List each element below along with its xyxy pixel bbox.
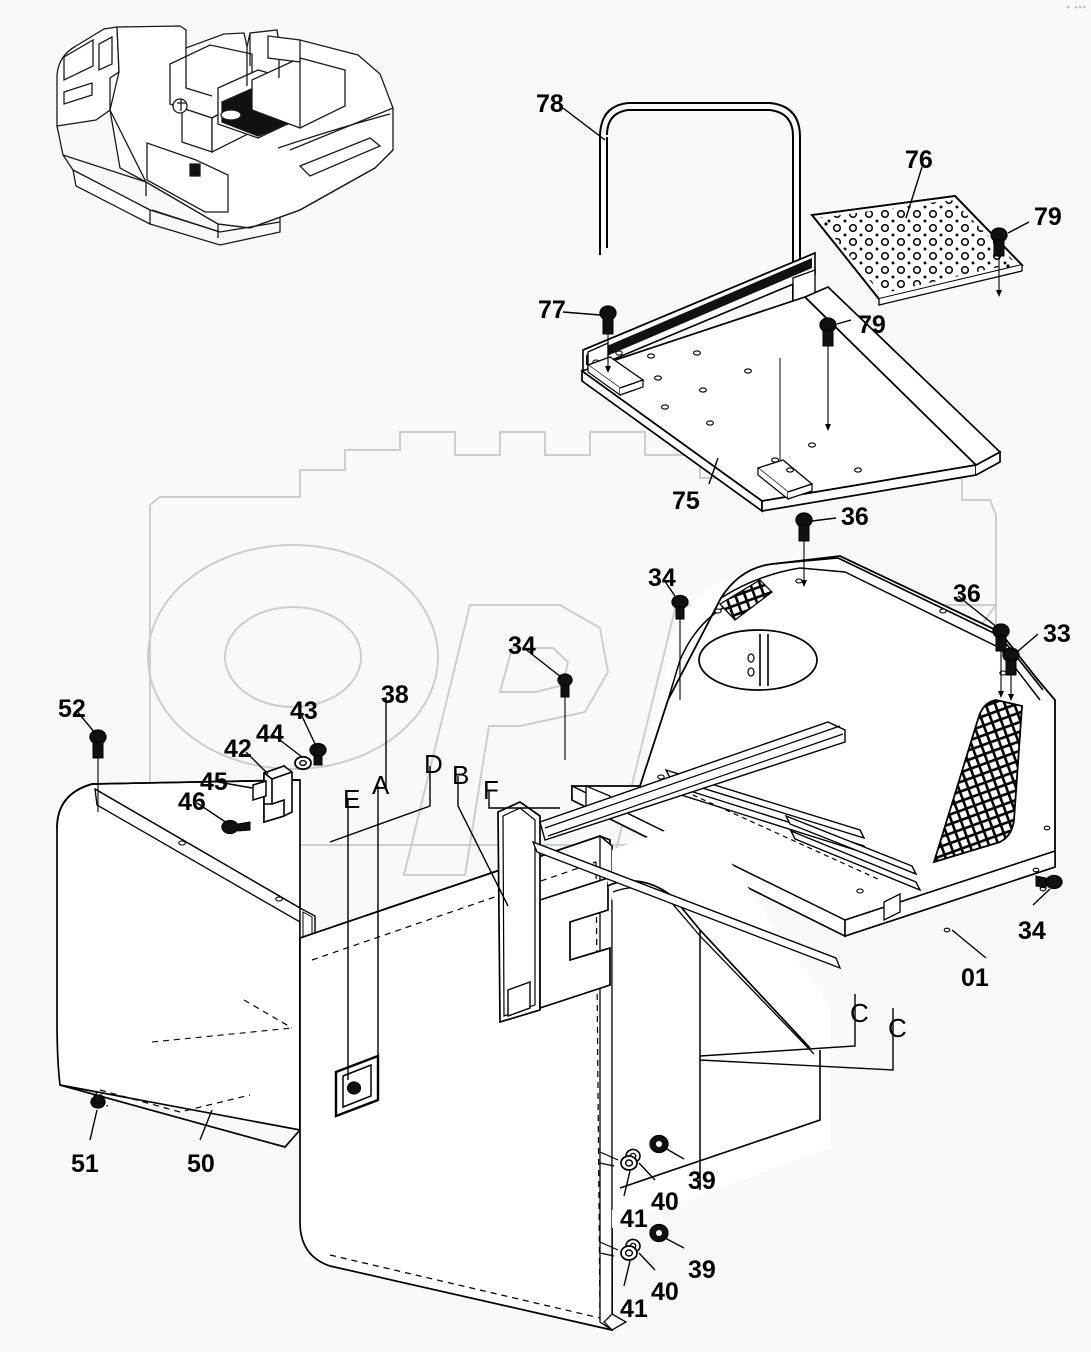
bracket-42 (263, 764, 293, 824)
callout-36a: 36 (841, 503, 869, 531)
ref-letter-c2: C (888, 1013, 907, 1043)
ref-letter-f: F (483, 775, 499, 805)
callout-77: 77 (538, 296, 566, 324)
callout-40b: 40 (651, 1278, 679, 1306)
ref-letter-c1: C (850, 998, 869, 1028)
callout-50: 50 (187, 1150, 215, 1178)
ref-letter-a: A (372, 770, 390, 800)
callout-79b: 79 (858, 311, 886, 339)
callout-38: 38 (381, 681, 409, 709)
callout-41a: 41 (620, 1205, 648, 1233)
leader-lines (75, 107, 1051, 1287)
anti-slip-plate-76 (810, 195, 1024, 306)
callout-34a: 34 (648, 564, 676, 592)
right-door-panel (497, 721, 846, 1228)
callout-44: 44 (256, 720, 284, 748)
callout-79a: 79 (1034, 203, 1062, 231)
ref-letter-e: E (343, 784, 361, 814)
ref-letter-b: B (452, 760, 470, 790)
side-door-panel-50 (56, 779, 316, 1148)
callout-34b: 34 (508, 632, 536, 660)
callout-76: 76 (905, 146, 933, 174)
step-platform-75 (580, 285, 1002, 513)
callout-40a: 40 (651, 1188, 679, 1216)
callout-46: 46 (178, 788, 206, 816)
callout-01: 01 (961, 964, 989, 992)
callout-43: 43 (290, 697, 318, 725)
callout-39b: 39 (688, 1256, 716, 1284)
callout-42: 42 (224, 735, 252, 763)
callout-34c: 34 (1018, 917, 1046, 945)
callout-78: 78 (536, 90, 564, 118)
ref-letter-d: D (424, 749, 443, 779)
callout-75: 75 (672, 487, 700, 515)
callout-41b: 41 (620, 1295, 648, 1323)
handrail-78 (599, 102, 801, 332)
callout-51: 51 (71, 1150, 99, 1178)
excavator-thumbnail (56, 25, 394, 246)
door-latch (334, 1054, 380, 1118)
callout-52: 52 (58, 695, 86, 723)
grommet-45 (252, 779, 267, 802)
callout-36b: 36 (953, 580, 981, 608)
callout-39a: 39 (688, 1167, 716, 1195)
callout-45: 45 (200, 768, 228, 796)
corner-mark: ▪ ▪▪▪ (1066, 2, 1087, 12)
callout-33: 33 (1043, 620, 1071, 648)
fasteners (89, 227, 1063, 1261)
washer-44 (294, 755, 312, 771)
